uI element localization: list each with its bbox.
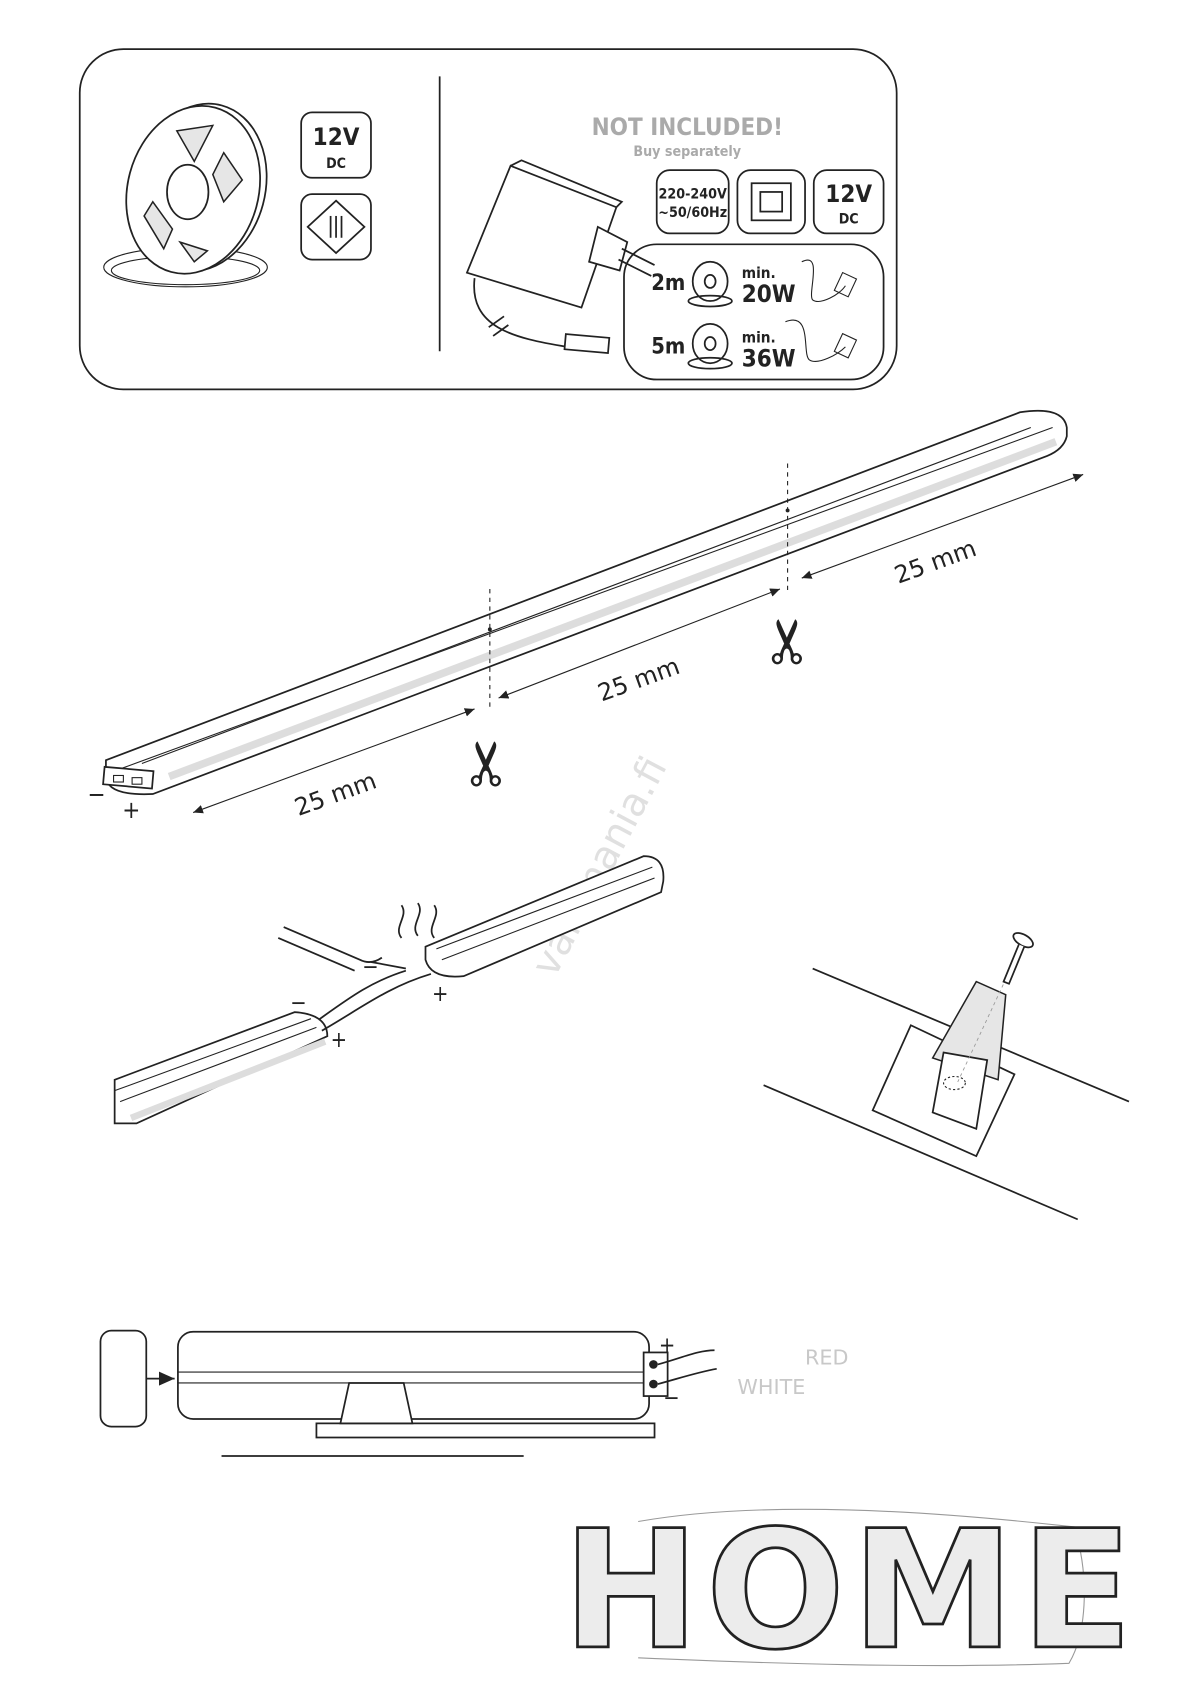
adapter-cable-icon <box>785 319 846 362</box>
white-wire-label: WHITE <box>737 1375 805 1399</box>
minus-sign: − <box>663 1386 679 1411</box>
reel-icon <box>691 260 729 302</box>
strip-length: 2m <box>651 271 685 296</box>
heat-icon <box>398 902 438 939</box>
screw-icon <box>1002 932 1034 985</box>
wire <box>321 973 432 1032</box>
red-wire <box>657 1349 715 1366</box>
dimension-arrow <box>498 588 781 699</box>
segment-length: 25 mm <box>291 766 380 821</box>
input-voltage-badge: 220-240V ~50/60Hz <box>655 169 730 235</box>
home-sign-example: HOME <box>561 1494 1139 1688</box>
minus-sign: − <box>362 955 378 980</box>
spec-panel: 12V DC NOT INCLUDED! Buy separately <box>78 48 898 391</box>
home-sign-text: HOME <box>562 1495 1139 1686</box>
strip-length: 5m <box>651 334 685 359</box>
mounting-bracket <box>315 1422 656 1439</box>
end-cap <box>99 1329 148 1428</box>
output-unit: DC <box>839 212 859 228</box>
class-iii-icon <box>300 193 372 261</box>
scissors-icon: ✂ <box>448 738 527 789</box>
red-wire-label: RED <box>805 1345 848 1369</box>
min-power: 36W <box>742 344 796 372</box>
output-voltage: 12V <box>825 180 872 208</box>
adapter-cable-icon <box>801 259 846 302</box>
strip-segment <box>424 855 665 978</box>
white-wire <box>657 1367 717 1385</box>
input-voltage: 220-240V <box>659 187 727 203</box>
not-included-subtitle: Buy separately <box>633 144 741 160</box>
dimension-arrow <box>192 708 475 814</box>
plus-sign: + <box>122 796 140 824</box>
wire <box>318 969 407 1021</box>
power-row-5m: 5m min. 36W <box>651 319 858 372</box>
not-included-title: NOT INCLUDED! <box>592 113 783 141</box>
soldering-diagram: − + − + <box>113 855 665 1125</box>
cutting-diagram: − + ✂ ✂ 25 mm 25 mm 25 mm <box>87 409 1084 824</box>
segment-length: 25 mm <box>891 534 980 589</box>
minus-sign: − <box>87 781 105 809</box>
min-power: 20W <box>742 280 796 308</box>
plus-sign: + <box>432 982 448 1007</box>
segment-length: 25 mm <box>594 652 683 707</box>
min-label: min. <box>742 328 776 346</box>
voltage-badge: 12V DC <box>300 111 372 179</box>
plus-sign: + <box>659 1333 675 1358</box>
plus-sign: + <box>331 1028 347 1053</box>
reel-icon <box>691 323 729 365</box>
mounting-clip-diagram <box>763 932 1130 1221</box>
power-requirement-table: 2m min. 20W 5m min. 36W <box>623 243 885 381</box>
profile-body <box>177 1330 650 1420</box>
output-voltage-badge: 12V DC <box>812 169 885 235</box>
minus-sign: − <box>290 991 306 1016</box>
double-insulation-icon <box>736 169 806 235</box>
power-adapter-icon <box>465 159 655 355</box>
voltage-unit: DC <box>326 156 346 172</box>
strip-segment <box>113 1011 329 1125</box>
voltage-value: 12V <box>313 123 360 151</box>
strip-end-contacts <box>102 765 155 790</box>
input-frequency: ~50/60Hz <box>658 205 727 221</box>
soldering-iron <box>283 926 383 963</box>
power-row-2m: 2m min. 20W <box>651 259 858 308</box>
dimension-arrow <box>801 473 1084 579</box>
scissors-icon: ✂ <box>749 616 828 667</box>
min-label: min. <box>742 264 776 282</box>
profile-wiring-diagram: + − RED WHITE <box>99 1329 849 1457</box>
spec-panel-frame <box>78 48 898 391</box>
led-reel-icon <box>103 102 268 288</box>
